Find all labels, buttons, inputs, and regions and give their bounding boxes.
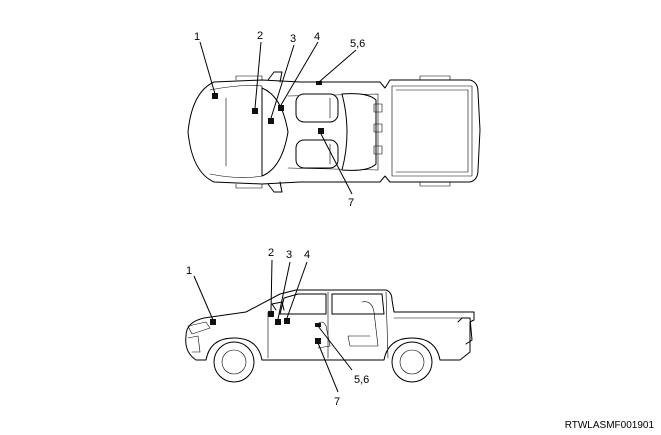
side-leader-5-6 bbox=[317, 325, 353, 371]
top-leader-7 bbox=[320, 133, 353, 195]
side-callout-1: 1 bbox=[186, 265, 192, 277]
side-leader-4 bbox=[286, 261, 308, 319]
top-marker-4 bbox=[278, 105, 284, 111]
side-marker-4 bbox=[284, 318, 290, 324]
top-leader-5-6 bbox=[318, 49, 357, 83]
top-marker-2 bbox=[252, 108, 258, 114]
side-callout-4: 4 bbox=[304, 249, 310, 261]
side-leader-1 bbox=[193, 275, 214, 321]
side-callout-5-6: 5,6 bbox=[354, 374, 369, 386]
side-callout-3: 3 bbox=[286, 249, 292, 261]
top-marker-7 bbox=[318, 128, 324, 134]
side-callout-2: 2 bbox=[268, 247, 274, 259]
side-marker-5-6 bbox=[315, 323, 321, 327]
top-leader-1 bbox=[199, 41, 216, 95]
top-leader-2 bbox=[254, 41, 262, 109]
top-callout-4: 4 bbox=[314, 31, 320, 43]
figure-code: RTWLASMF001901 bbox=[565, 420, 655, 431]
top-callout-5-6: 5,6 bbox=[350, 38, 365, 50]
top-leader-4 bbox=[280, 41, 319, 106]
top-leader-3 bbox=[270, 44, 295, 119]
side-marker-2 bbox=[268, 311, 274, 317]
top-marker-3 bbox=[268, 118, 274, 124]
top-callout-1: 1 bbox=[194, 31, 200, 43]
top-view-vehicle bbox=[187, 71, 481, 193]
side-marker-3 bbox=[275, 319, 281, 325]
side-view-vehicle bbox=[185, 289, 475, 383]
side-marker-7 bbox=[315, 338, 321, 344]
top-marker-5-6 bbox=[316, 81, 322, 85]
side-leader-2 bbox=[270, 259, 273, 312]
top-callout-2: 2 bbox=[257, 30, 263, 42]
side-leader-7 bbox=[317, 342, 339, 393]
top-marker-1 bbox=[212, 93, 218, 99]
top-callout-7: 7 bbox=[348, 197, 354, 209]
top-callout-3: 3 bbox=[290, 33, 296, 45]
side-callout-7: 7 bbox=[334, 396, 340, 408]
side-leader-3 bbox=[277, 261, 291, 320]
side-marker-1 bbox=[210, 319, 216, 325]
